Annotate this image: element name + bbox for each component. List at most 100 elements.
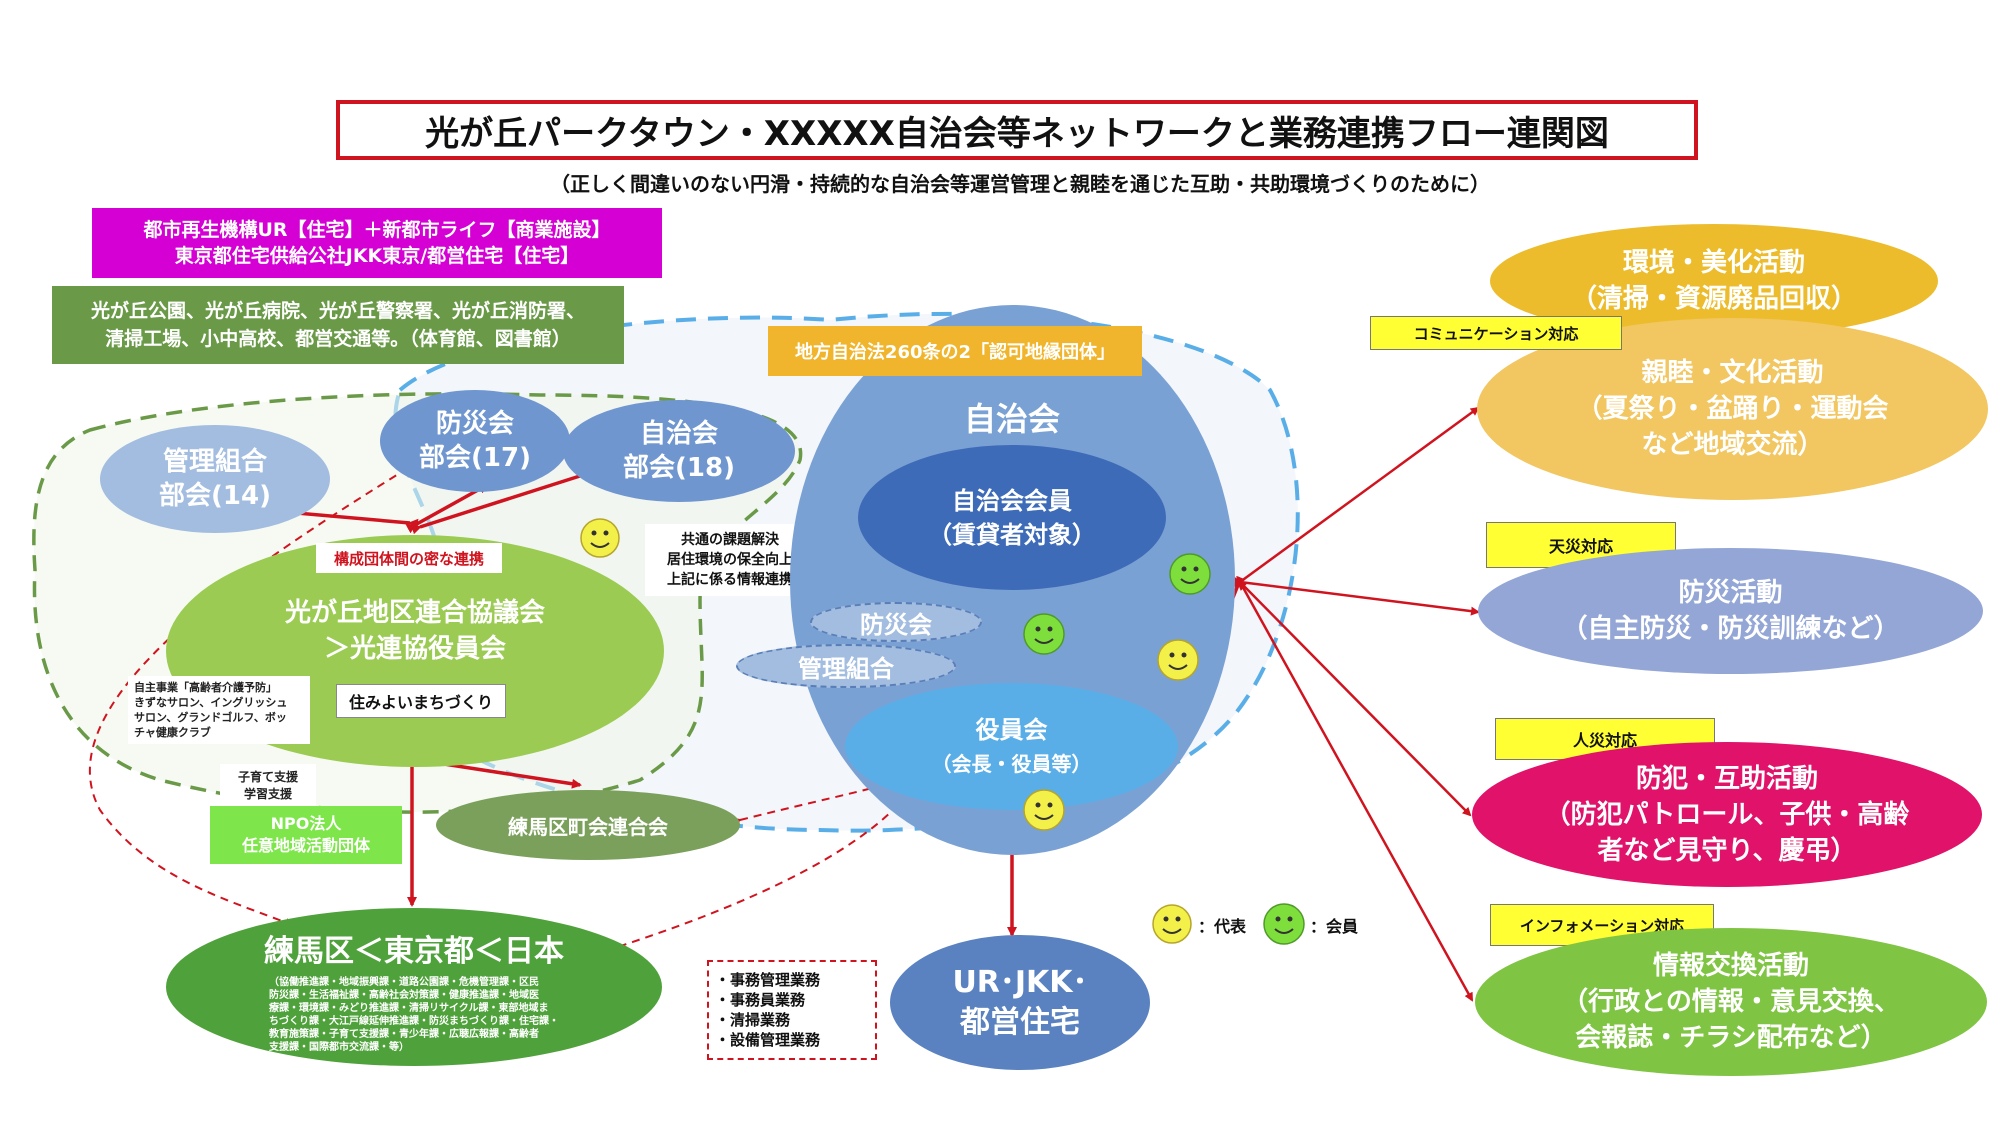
gyoumu-line3: ・清掃業務 <box>715 1011 791 1029</box>
ur-line1: UR･JKK･ <box>952 964 1088 1000</box>
ur-ellipse: UR･JKK･ 都営住宅 <box>890 935 1150 1070</box>
bouhan-line1: 防犯・互助活動 <box>1635 763 1818 794</box>
jouhou-line2: （行政との情報・意見交換、 <box>1562 987 1900 1017</box>
kanri-ellipse: 管理組合 <box>736 644 956 688</box>
gyoumu-line4: ・設備管理業務 <box>715 1031 821 1049</box>
kankyo-line2: （清掃・資源廃品回収） <box>1570 284 1857 314</box>
arrow-hub-jouhou <box>1238 581 1474 1002</box>
gov-details: （協働推進課・地域振興課・道路公園課・危機管理課・区民 防災課・生活福祉課・高齢… <box>269 976 559 1054</box>
npo-box: NPO法人 任意地域活動団体 <box>210 806 402 864</box>
npo-line1: NPO法人 <box>270 814 342 833</box>
bouhan-ellipse: 防犯・互助活動 （防犯パトロール、子供・高齢 者など見守り、慶弔） <box>1472 742 1982 887</box>
kanri-kumiai-line2: 部会(14) <box>159 481 271 511</box>
kyougikai-line1: 光が丘地区連合協議会 <box>284 598 545 628</box>
kosodate-line1: 子育て支援 <box>237 770 298 784</box>
renkei-label: 構成団体間の密な連携 <box>316 543 502 573</box>
kaiin-line2: （賃貸者対象） <box>928 520 1096 549</box>
kyoutsuu-box: 共通の課題解決 居住環境の保全向上 上記に係る情報連携 <box>645 524 815 596</box>
bousai-bukai-line1: 防災会 <box>435 409 514 439</box>
yakuin-ellipse: 役員会 （会長・役員等） <box>845 683 1178 810</box>
jouhou-ellipse: 情報交換活動 （行政との情報・意見交換、 会報誌・チラシ配布など） <box>1475 928 1987 1076</box>
bousai-ellipse: 防災活動 （自主防災・防災訓練など） <box>1478 548 1983 674</box>
kanri-kumiai-line1: 管理組合 <box>162 447 267 477</box>
bousai-line2: （自主防災・防災訓練など） <box>1561 614 1900 644</box>
gov-detail-line: 教育施策課・子育て支援課・青少年課・広聴広報課・高齢者 <box>269 1029 539 1040</box>
renkei-label-text: 構成団体間の密な連携 <box>333 549 484 568</box>
arrow-hub-shinboku <box>1231 406 1480 590</box>
jishu-line1: 自主事業「高齢者介護予防」 <box>134 681 277 694</box>
ninka-label: 地方自治法260条の2「認可地縁団体」 <box>768 326 1142 376</box>
npo-line2: 任意地域活動団体 <box>241 836 370 855</box>
kaiin-line1: 自治会会員 <box>952 486 1072 515</box>
kosodate-box: 子育て支援 学習支援 <box>220 764 316 806</box>
gov-title: 練馬区＜東京都＜日本 <box>264 934 564 969</box>
info-tag-text: インフォメーション対応 <box>1519 916 1685 935</box>
kanri-kumiai-bukai: 管理組合 部会(14) <box>100 425 330 533</box>
chokai-text: 練馬区町会連合会 <box>508 814 668 839</box>
ninka-label-text: 地方自治法260条の2「認可地縁団体」 <box>794 342 1116 363</box>
gov-detail-line: ちづくり課・大江戸線延伸推進課・防災まちづくり課・住宅課・ <box>269 1016 559 1027</box>
public-facilities-line1: 光が丘公園、光が丘病院、光が丘警察署、光が丘消防署、 <box>90 300 585 322</box>
bouhan-line2: （防犯パトロール、子供・高齢 <box>1544 799 1910 830</box>
yakuin-line1: 役員会 <box>975 715 1048 744</box>
housing-agencies-box: 都市再生機構UR【住宅】＋新都市ライフ【商業施設】 東京都住宅供給公社JKK東京… <box>92 208 662 278</box>
kosodate-line2: 学習支援 <box>243 787 292 801</box>
housing-agencies-line2: 東京都住宅供給公社JKK東京/都営住宅【住宅】 <box>174 245 580 267</box>
kyoutsuu-line3: 上記に係る情報連携 <box>667 572 793 588</box>
jinsai-tag-text: 人災対応 <box>1572 731 1637 750</box>
jishu-jigyou-box: 自主事業「高齢者介護予防」 きずなサロン、イングリッシュ サロン、グランドゴルフ… <box>128 676 310 744</box>
comm-tag-text: コミュニケーション対応 <box>1413 324 1579 343</box>
jichikai-bukai-line1: 自治会 <box>639 419 718 449</box>
legend-daihyo-label: ：代表 <box>1198 917 1247 936</box>
sumiyoi-label: 住みよいまちづくり <box>336 684 506 718</box>
jishu-line3: サロン、グランドゴルフ、ボッ <box>134 711 287 724</box>
jichikai-bukai: 自治会 部会(18) <box>563 400 795 502</box>
jouhou-line1: 情報交換活動 <box>1652 951 1809 981</box>
ur-line2: 都営住宅 <box>960 1004 1080 1040</box>
dashed-arrow-gov-yakuin <box>583 778 920 962</box>
gyoumu-line1: ・事務管理業務 <box>715 971 821 989</box>
bouhan-line3: 者など見守り、慶弔） <box>1597 835 1857 866</box>
gov-ellipse: 練馬区＜東京都＜日本 （協働推進課・地域振興課・道路公園課・危機管理課・区民 防… <box>166 908 662 1066</box>
gov-detail-line: 療課・環境課・みどり推進課・清掃リサイクル課・東部地域ま <box>269 1003 549 1014</box>
shinboku-line3: など地域交流） <box>1641 430 1824 460</box>
jichikai-bukai-line2: 部会(18) <box>623 453 735 483</box>
jishu-line4: チャ健康クラブ <box>134 726 211 739</box>
legend-kaiin-label: ：会員 <box>1310 917 1359 936</box>
kyougikai-ellipse: 光が丘地区連合協議会 ＞光連協役員会 <box>166 535 664 767</box>
gov-detail-line: （協働推進課・地域振興課・道路公園課・危機管理課・区民 <box>269 977 539 988</box>
arrow-hub-bouhan <box>1239 581 1472 817</box>
page-title-text: 光が丘パークタウン・XXXXX自治会等ネットワークと業務連携フロー連関図 <box>425 113 1609 154</box>
public-facilities-box: 光が丘公園、光が丘病院、光が丘警察署、光が丘消防署、 清掃工場、小中高校、都営交… <box>52 286 624 364</box>
jouhou-line3: 会報誌・チラシ配布など） <box>1575 1023 1887 1053</box>
gyoumu-line2: ・事務員業務 <box>715 991 806 1009</box>
gyoumu-box: ・事務管理業務 ・事務員業務 ・清掃業務 ・設備管理業務 <box>707 960 877 1060</box>
shinboku-ellipse: 親睦・文化活動 （夏祭り・盆踊り・運動会 など地域交流） <box>1477 318 1988 500</box>
bousai-bukai-line2: 部会(17) <box>419 443 531 473</box>
arrow-hub-bousai <box>1239 580 1480 616</box>
tensai-tag-text: 天災対応 <box>1548 537 1613 556</box>
kanri-text: 管理組合 <box>798 654 894 683</box>
kyougikai-line2: ＞光連協役員会 <box>323 634 506 664</box>
housing-agencies-line1: 都市再生機構UR【住宅】＋新都市ライフ【商業施設】 <box>143 219 611 241</box>
shinboku-line2: （夏祭り・盆踊り・運動会 <box>1576 394 1889 424</box>
kyoutsuu-line1: 共通の課題解決 <box>681 532 779 548</box>
public-facilities-line2: 清掃工場、小中高校、都営交通等。（体育館、図書館） <box>105 328 571 350</box>
gov-detail-line: 支援課・国際都市交流課・等） <box>269 1042 409 1053</box>
page-title: 光が丘パークタウン・XXXXX自治会等ネットワークと業務連携フロー連関図 <box>336 100 1698 160</box>
shinboku-line1: 親睦・文化活動 <box>1641 358 1824 388</box>
comm-tag: コミュニケーション対応 <box>1370 316 1622 350</box>
chokai-ellipse: 練馬区町会連合会 <box>436 790 740 860</box>
kaiin-ellipse: 自治会会員 （賃貸者対象） <box>858 445 1166 590</box>
dashed-arrow-bousai-gov <box>88 467 409 927</box>
jishu-line2: きずなサロン、イングリッシュ <box>134 696 288 709</box>
info-tag: インフォメーション対応 <box>1490 904 1714 946</box>
kankyo-line1: 環境・美化活動 <box>1622 248 1805 278</box>
bousai-line1: 防災活動 <box>1678 578 1783 608</box>
jichikai-heading: 自治会 <box>963 400 1060 438</box>
kyoutsuu-line2: 居住環境の保全向上 <box>667 552 793 568</box>
bousai-bukai: 防災会 部会(17) <box>380 390 570 492</box>
sumiyoi-text: 住みよいまちづくり <box>348 693 493 712</box>
gov-detail-line: 防災課・生活福祉課・高齢社会対策課・健康推進課・地域医 <box>269 990 539 1001</box>
bousaikai-ellipse: 防災会 <box>810 602 982 642</box>
